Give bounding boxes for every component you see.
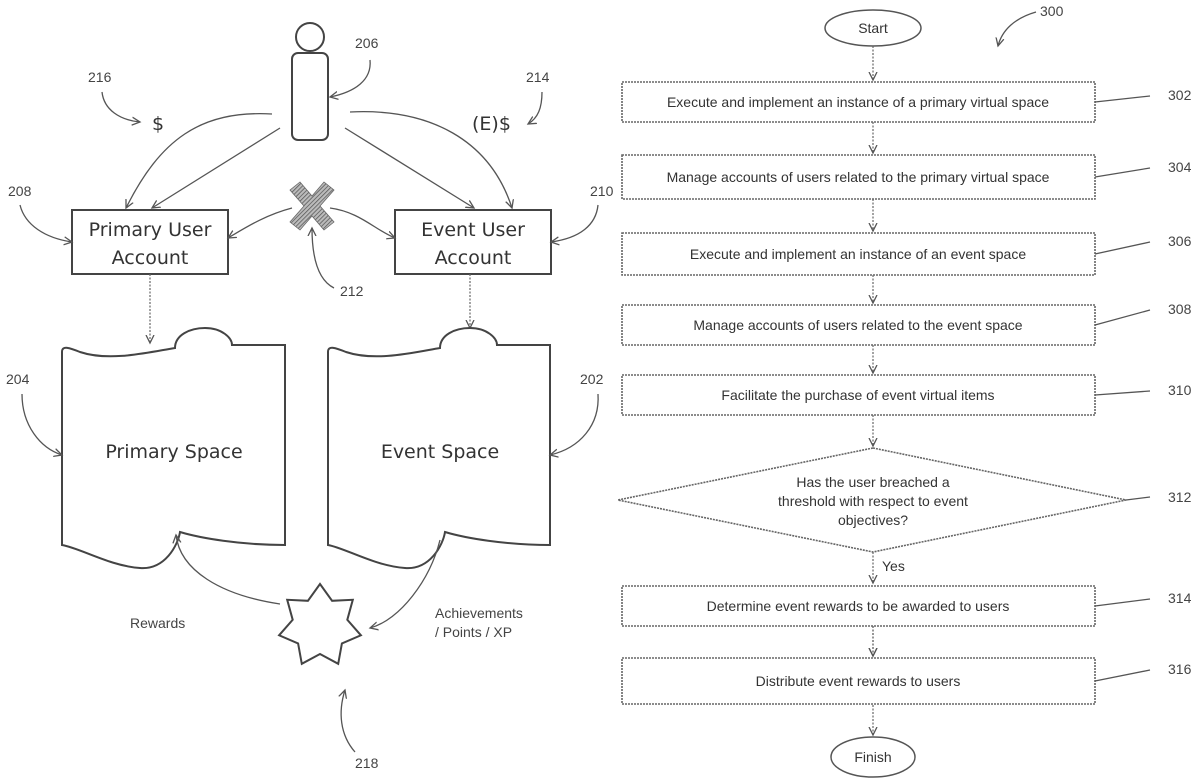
step-text: Distribute event rewards to users bbox=[756, 673, 961, 689]
event-user-account-box: Event User Account bbox=[395, 210, 551, 274]
leader-312 bbox=[1126, 497, 1150, 500]
step-ref: 304 bbox=[1168, 159, 1192, 175]
reward-star-icon bbox=[279, 584, 361, 664]
arrow-user-to-primary-currency bbox=[126, 114, 272, 208]
step-leader bbox=[1095, 599, 1150, 606]
leader-210 bbox=[551, 205, 598, 242]
decision-312: Has the user breached a threshold with r… bbox=[618, 448, 1126, 552]
decision-line-3: objectives? bbox=[838, 512, 908, 528]
ref-300: 300 bbox=[1040, 3, 1064, 19]
step-leader bbox=[1095, 96, 1150, 102]
flow-step-after-0: Determine event rewards to be awarded to… bbox=[622, 586, 1192, 626]
step-ref: 310 bbox=[1168, 382, 1192, 398]
step-leader bbox=[1095, 168, 1150, 177]
ref-214: 214 bbox=[526, 69, 550, 85]
step-text: Execute and implement an instance of an … bbox=[690, 246, 1026, 262]
leader-212 bbox=[312, 228, 334, 288]
leader-216 bbox=[102, 92, 140, 122]
flow-step-steps-2: Execute and implement an instance of an … bbox=[622, 233, 1192, 275]
achievements-label-line-1: Achievements bbox=[435, 605, 523, 621]
step-leader bbox=[1095, 670, 1150, 681]
step-text: Manage accounts of users related to the … bbox=[667, 169, 1050, 185]
step-ref: 306 bbox=[1168, 233, 1192, 249]
ref-212: 212 bbox=[340, 283, 364, 299]
start-label: Start bbox=[858, 20, 888, 36]
step-text: Determine event rewards to be awarded to… bbox=[707, 598, 1010, 614]
leader-204 bbox=[22, 394, 62, 455]
arrow-user-to-primary-account bbox=[152, 128, 280, 208]
leader-300 bbox=[998, 12, 1036, 46]
primary-space-label: Primary Space bbox=[105, 441, 242, 463]
step-ref: 302 bbox=[1168, 87, 1192, 103]
decision-line-1: Has the user breached a bbox=[796, 474, 950, 490]
ref-204: 204 bbox=[6, 371, 30, 387]
event-space-label: Event Space bbox=[381, 441, 499, 463]
leader-202 bbox=[550, 394, 598, 455]
ref-208: 208 bbox=[8, 183, 32, 199]
flow-step-steps-1: Manage accounts of users related to the … bbox=[622, 155, 1192, 199]
event-account-line-1: Event User bbox=[421, 219, 525, 241]
ref-210: 210 bbox=[590, 183, 614, 199]
primary-account-line-2: Account bbox=[112, 247, 189, 269]
blocked-x-icon bbox=[290, 182, 334, 230]
leader-214 bbox=[528, 92, 542, 124]
user-figure-icon bbox=[292, 23, 328, 140]
primary-space-scroll: Primary Space bbox=[62, 328, 285, 568]
step-text: Execute and implement an instance of a p… bbox=[667, 94, 1049, 110]
arrow-x-to-primary-account bbox=[228, 208, 292, 238]
step-leader bbox=[1095, 391, 1150, 395]
achievements-label-line-2: / Points / XP bbox=[435, 624, 512, 640]
flow-step-steps-3: Manage accounts of users related to the … bbox=[622, 301, 1192, 345]
leader-208 bbox=[20, 205, 72, 242]
step-ref: 316 bbox=[1168, 661, 1192, 677]
step-leader bbox=[1095, 242, 1150, 254]
arrow-x-to-event-account bbox=[330, 208, 395, 238]
step-text: Manage accounts of users related to the … bbox=[693, 317, 1022, 333]
ref-218: 218 bbox=[355, 755, 379, 771]
flow-step-after-1: Distribute event rewards to users 316 bbox=[622, 658, 1192, 704]
ref-206: 206 bbox=[355, 35, 379, 51]
yes-label: Yes bbox=[882, 558, 905, 574]
event-space-scroll: Event Space bbox=[328, 328, 550, 568]
finish-label: Finish bbox=[854, 749, 891, 765]
currency-symbol: $ bbox=[152, 113, 164, 135]
step-ref: 314 bbox=[1168, 590, 1192, 606]
flow-step-steps-0: Execute and implement an instance of a p… bbox=[622, 82, 1192, 122]
leader-218 bbox=[341, 690, 355, 752]
primary-user-account-box: Primary User Account bbox=[72, 210, 228, 274]
step-text: Facilitate the purchase of event virtual… bbox=[721, 387, 994, 403]
ref-216: 216 bbox=[88, 69, 112, 85]
event-currency-symbol: (E)$ bbox=[472, 113, 511, 135]
primary-account-line-1: Primary User bbox=[89, 219, 212, 241]
finish-terminal: Finish bbox=[831, 737, 915, 777]
arrow-user-to-event-account bbox=[345, 128, 474, 208]
start-terminal: Start bbox=[825, 10, 921, 46]
flow-step-steps-4: Facilitate the purchase of event virtual… bbox=[622, 375, 1192, 415]
step-leader bbox=[1095, 310, 1150, 325]
leader-206 bbox=[330, 60, 370, 97]
ref-312: 312 bbox=[1168, 489, 1192, 505]
decision-line-2: threshold with respect to event bbox=[778, 493, 968, 509]
rewards-label: Rewards bbox=[130, 615, 185, 631]
ref-202: 202 bbox=[580, 371, 604, 387]
step-ref: 308 bbox=[1168, 301, 1192, 317]
event-account-line-2: Account bbox=[435, 247, 512, 269]
